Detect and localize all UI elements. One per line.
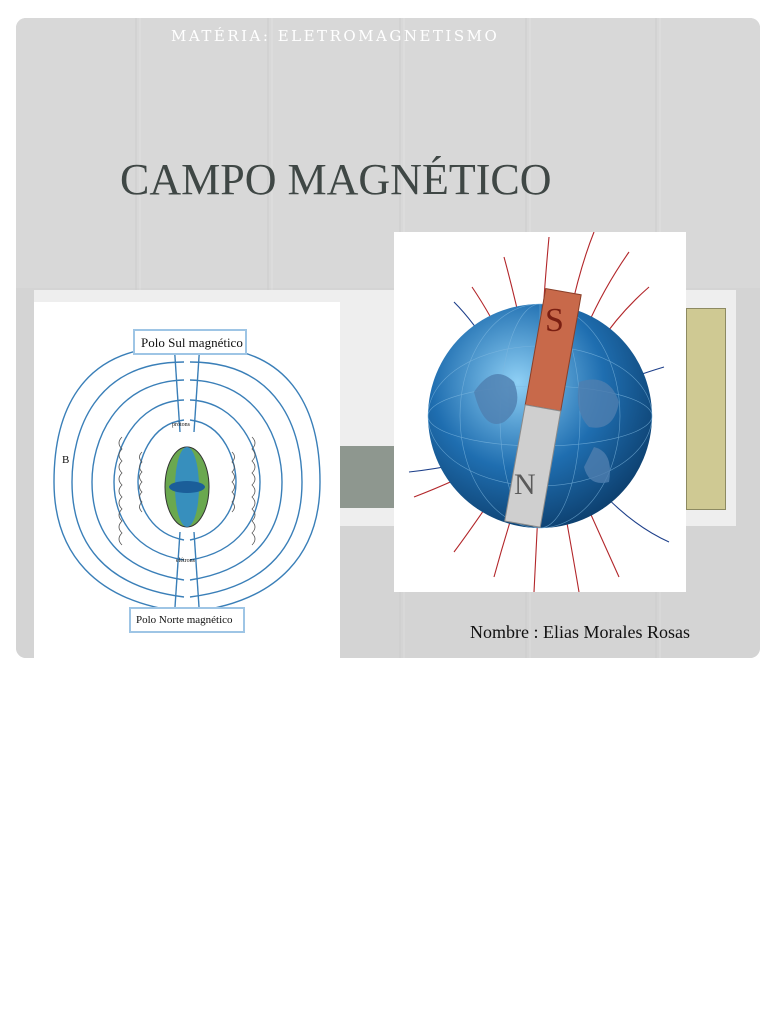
field-symbol: B <box>62 454 70 466</box>
slide: MATÉRIA: ELETROMAGNETISMO CAMPO MAGNÉTIC… <box>16 18 760 658</box>
electrons-label: elétrons <box>176 558 195 564</box>
globe-bar-magnet-image: S N <box>394 231 686 593</box>
author-name: Nombre : Elias Morales Rosas <box>470 622 690 642</box>
subject-heading: MATÉRIA: ELETROMAGNETISMO <box>171 27 500 45</box>
magnet-north-label: N <box>514 468 536 501</box>
globe-magnet-illustration <box>408 231 670 593</box>
earth-icon <box>164 446 210 528</box>
south-pole-label: Polo Sul magnético <box>141 335 243 350</box>
north-pole-label: Polo Norte magnético <box>136 614 233 626</box>
magnet-south-label: S <box>545 302 564 339</box>
bar-magnet-icon <box>504 287 582 528</box>
slide-title: CAMPO MAGNÉTICO <box>120 155 552 204</box>
field-diagram-illustration <box>53 329 321 633</box>
earth-magnetic-field-diagram: Polo Sul magnético Polo Norte magnético … <box>34 302 340 658</box>
decorative-khaki-block <box>686 308 726 510</box>
decorative-gray-block <box>340 446 402 508</box>
protons-label: prótons <box>172 422 190 428</box>
